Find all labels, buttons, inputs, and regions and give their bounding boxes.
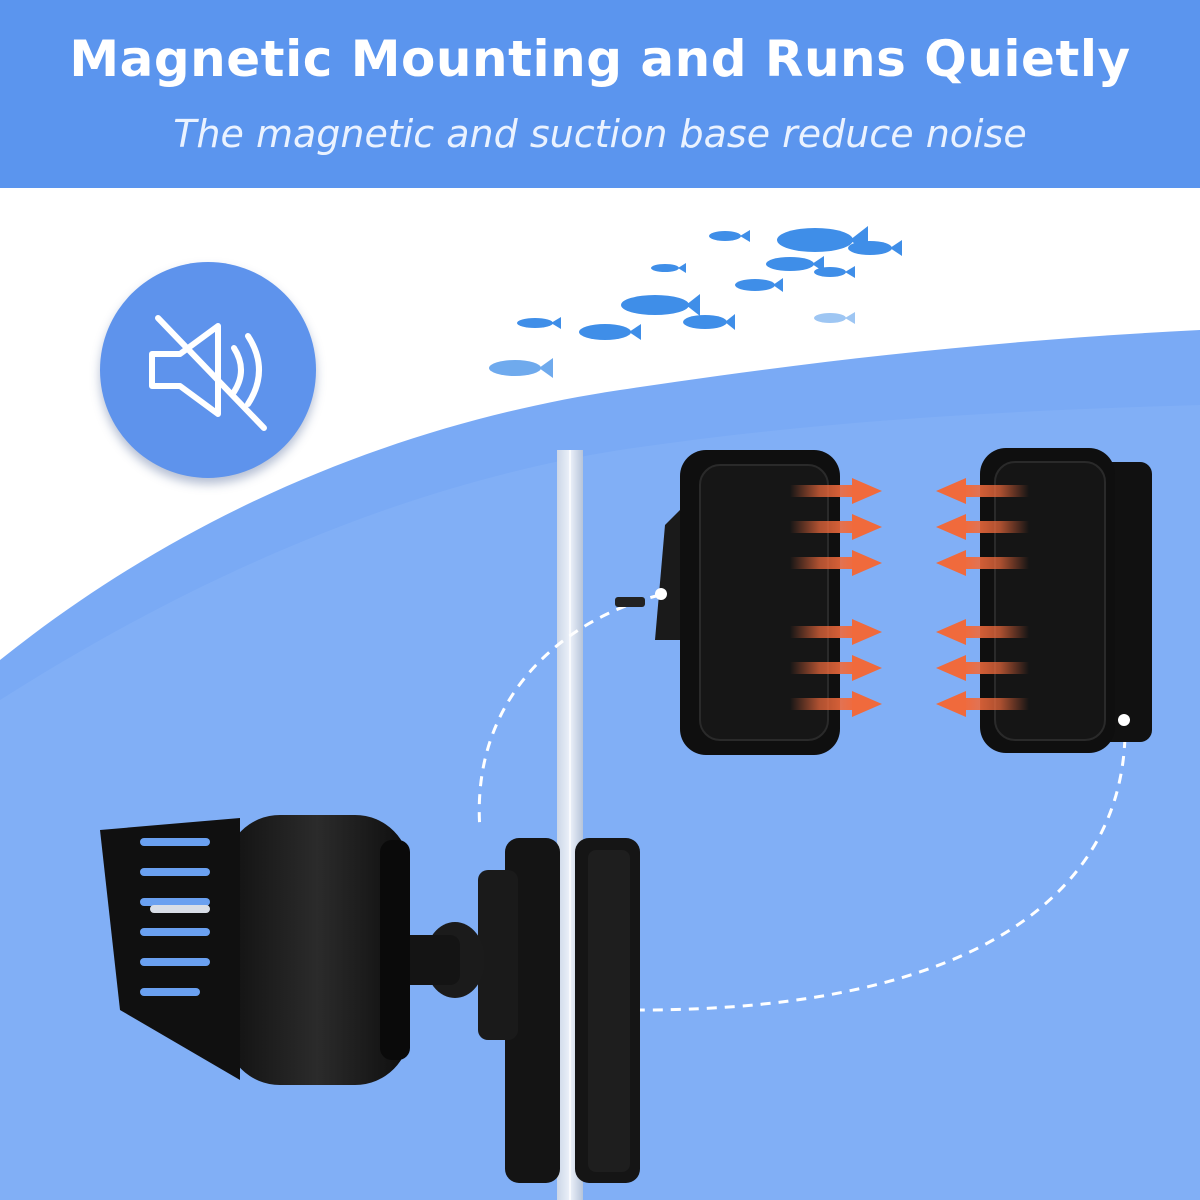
fish-icon [489,358,553,378]
fish-icon [814,312,855,324]
fish-icon [579,324,641,340]
arrow-right-icon [790,514,882,540]
pump-intake-grille [100,818,240,1080]
wave-pump [100,815,640,1183]
page-subtitle: The magnetic and suction base reduce noi… [173,112,1027,156]
arrow-right-icon [790,619,882,645]
header-banner: Magnetic Mounting and Runs Quietly The m… [0,0,1200,188]
fish-icon [621,294,700,316]
arrow-left-icon [936,655,1029,681]
pump-motor [225,815,410,1085]
callout-dot-right [1118,714,1130,726]
callout-dot-top [655,588,667,600]
fish-icon [848,240,902,256]
page-title: Magnetic Mounting and Runs Quietly [69,30,1131,88]
mute-speaker-icon [149,315,267,431]
fish-icon [517,317,561,329]
arrow-right-icon [790,691,882,717]
fish-icon [735,278,783,292]
callout-line-top [477,593,661,831]
magnetic-attraction-arrows [790,478,1029,717]
fish-icon [766,256,824,272]
arrow-left-icon [936,550,1029,576]
arrow-right-icon [790,655,882,681]
arrow-left-icon [936,619,1029,645]
mute-badge [100,262,316,478]
arrow-left-icon [936,691,1029,717]
arrow-right-icon [790,478,882,504]
arrow-left-icon [936,514,1029,540]
fish-icon [683,314,735,330]
arrow-left-icon [936,478,1029,504]
fish-icon [814,266,855,278]
arrow-right-icon [790,550,882,576]
fish-icon [651,263,686,273]
inner-magnet-mount [505,838,560,1183]
product-scene [0,226,1200,1200]
fish-icon [709,230,750,242]
fish-school [489,226,902,378]
